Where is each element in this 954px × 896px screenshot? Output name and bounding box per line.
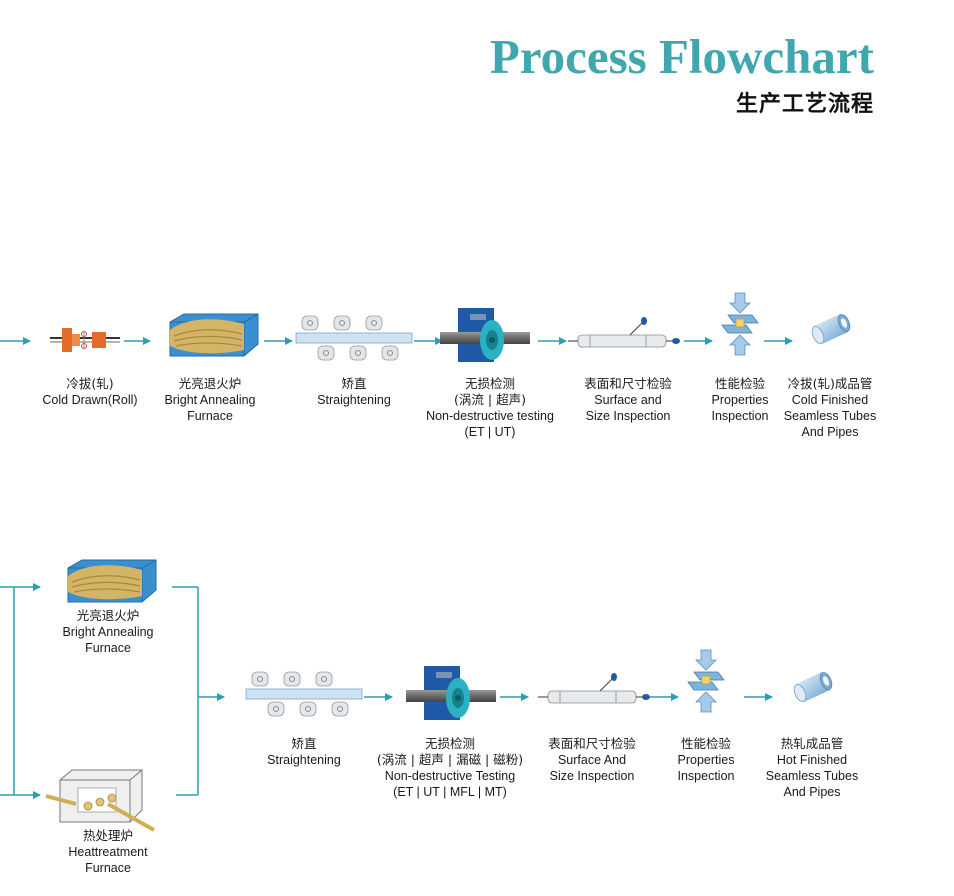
finished-pipe-icon: [791, 670, 835, 704]
step-name-en: Cold Finished: [791, 393, 869, 407]
step-name-cn: 性能检验: [680, 736, 731, 751]
step-name-en: Size Inspection: [549, 769, 635, 783]
step-name-en: Seamless Tubes: [765, 769, 859, 783]
step-straightening-label: 矫直 Straightening: [264, 376, 444, 408]
step-name-cn: 光亮退火炉: [178, 376, 242, 391]
step-name-en: Furnace: [85, 641, 131, 655]
step-straightening-label: 矫直 Straightening: [214, 736, 394, 768]
step-name-en: And Pipes: [783, 785, 841, 799]
step-name-cn: 冷拔(轧): [66, 376, 114, 391]
properties-inspection-icon: [721, 292, 759, 356]
step-name-en: Non-destructive Testing: [384, 769, 516, 783]
step-bright-annealing-label: 光亮退火炉 Bright Annealing Furnace: [120, 376, 300, 424]
step-properties-inspection-label: 性能检验 Properties Inspection: [650, 376, 830, 424]
step-name-cn: 冷拔(轧)成品管: [787, 376, 873, 391]
step-name-en: Straightening: [317, 393, 391, 407]
step-name-cn: 矫直: [341, 376, 367, 391]
step-methods-en: (ET | UT | MFL | MT): [393, 785, 507, 799]
step-properties-inspection-label: 性能检验 Properties Inspection: [616, 736, 796, 784]
step-name-en: Inspection: [677, 769, 735, 783]
step-name-en: Surface and: [594, 393, 662, 407]
step-name-cn: 无损检测: [424, 736, 475, 751]
step-name-en: Properties: [677, 753, 735, 767]
step-methods-en: (ET | UT): [464, 425, 516, 439]
step-name-cn: 表面和尺寸检验: [584, 376, 672, 391]
step-name-en: And Pipes: [801, 425, 859, 439]
step-name-en: Surface And: [557, 753, 627, 767]
bright-annealing-furnace-icon: [169, 313, 259, 357]
step-cold-finished-label: 冷拔(轧)成品管 Cold Finished Seamless Tubes An…: [740, 376, 920, 440]
step-methods-cn: (涡流 | 超声): [454, 392, 526, 407]
step-surface-inspection-label: 表面和尺寸检验 Surface and Size Inspection: [538, 376, 718, 424]
step-name-en: Inspection: [711, 409, 769, 423]
finished-pipe-icon: [809, 312, 853, 346]
step-name-cn: 光亮退火炉: [76, 608, 140, 623]
surface-size-inspection-icon: [537, 672, 651, 704]
ndt-tester-icon: [440, 308, 530, 362]
step-name-en: Seamless Tubes: [783, 409, 877, 423]
step-ndt-label: 无损检测 (涡流 | 超声) Non-destructive testing (…: [400, 376, 580, 440]
step-name-en: Heattreatment: [68, 845, 148, 859]
row2-branch-connectors: [0, 583, 773, 799]
surface-size-inspection-icon: [567, 316, 681, 348]
properties-inspection-icon: [687, 649, 725, 713]
step-heat-treatment-label: 热处理炉 Heattreatment Furnace: [18, 828, 198, 876]
step-name-en: Furnace: [85, 861, 131, 875]
step-bright-annealing-label: 光亮退火炉 Bright Annealing Furnace: [18, 608, 198, 656]
page-title: Process Flowchart: [489, 29, 874, 84]
step-name-cn: 热处理炉: [82, 828, 133, 843]
step-surface-inspection-label: 表面和尺寸检验 Surface And Size Inspection: [502, 736, 682, 784]
step-name-en: Bright Annealing: [164, 393, 256, 407]
heat-treatment-furnace-icon: [44, 768, 156, 832]
ndt-tester-icon: [406, 666, 496, 720]
step-methods-cn: (涡流 | 超声 | 漏磁 | 磁粉): [376, 752, 524, 767]
step-name-en: Bright Annealing: [62, 625, 154, 639]
step-name-en: Size Inspection: [585, 409, 671, 423]
step-name-en: Properties: [711, 393, 769, 407]
cold-drawn-icon: [49, 327, 121, 353]
bright-annealing-furnace-icon: [67, 559, 157, 603]
step-name-en: Non-destructive testing: [426, 409, 554, 423]
straightening-rollers-icon: [295, 315, 413, 361]
step-name-cn: 性能检验: [714, 376, 765, 391]
step-cold-drawn-label: 冷拔(轧) Cold Drawn(Roll): [0, 376, 180, 408]
step-hot-finished-label: 热轧成品管 Hot Finished Seamless Tubes And Pi…: [722, 736, 902, 800]
step-name-cn: 表面和尺寸检验: [548, 736, 636, 751]
step-name-cn: 无损检测: [464, 376, 515, 391]
straightening-rollers-icon: [245, 671, 363, 717]
step-name-cn: 热轧成品管: [780, 736, 844, 751]
step-ndt-label: 无损检测 (涡流 | 超声 | 漏磁 | 磁粉) Non-destructive…: [360, 736, 540, 800]
step-name-en: Cold Drawn(Roll): [42, 393, 138, 407]
step-name-cn: 矫直: [291, 736, 317, 751]
step-name-en: Furnace: [187, 409, 233, 423]
step-name-en: Straightening: [267, 753, 341, 767]
page-subtitle: 生产工艺流程: [735, 92, 874, 117]
step-name-en: Hot Finished: [776, 753, 848, 767]
